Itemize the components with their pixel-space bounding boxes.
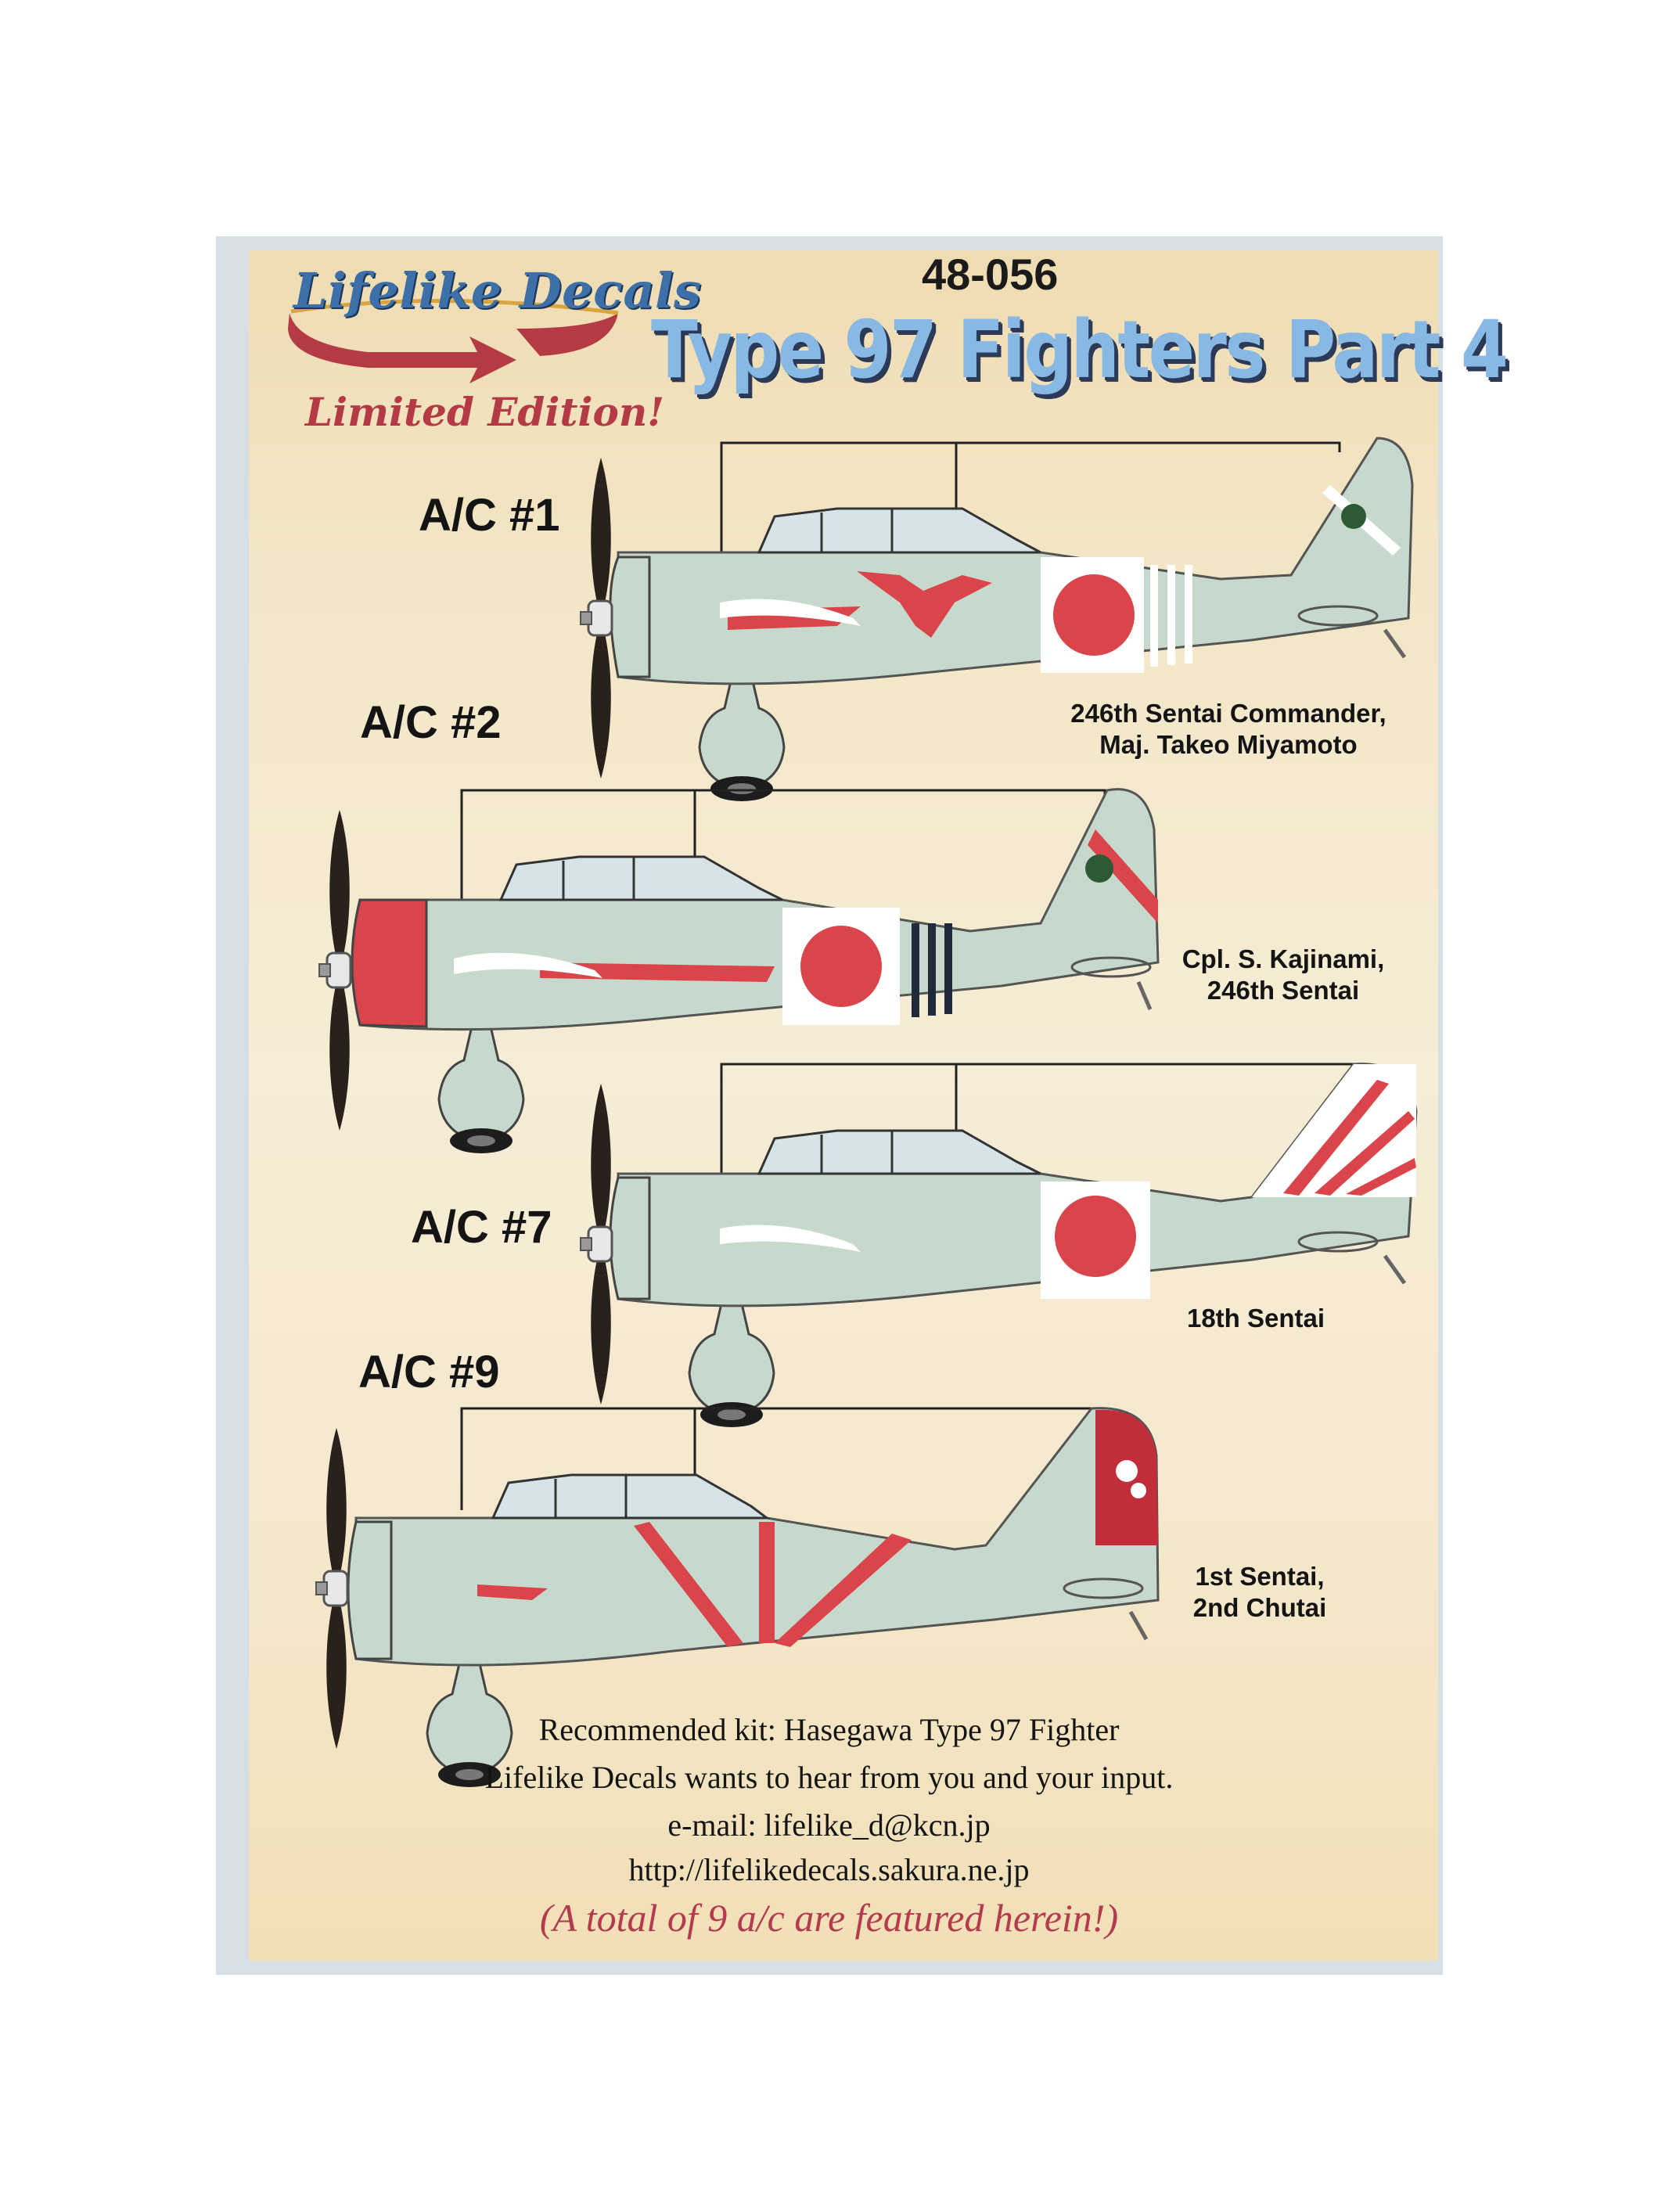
aircraft-profile-7 [579,1063,1418,1429]
caption-line: Cpl. S. Kajinami, [1181,944,1385,973]
aircraft-profile-9 [315,1407,1160,1789]
feedback-line: Lifelike Decals wants to hear from you a… [484,1760,1174,1795]
aircraft-caption-1: 246th Sentai Commander, Maj. Takeo Miyam… [1048,698,1408,761]
aircraft-label-2: A/C #2 [360,697,502,748]
tagline: (A total of 9 a/c are featured herein!) [539,1896,1119,1940]
caption-line: 246th Sentai Commander, [1070,699,1386,728]
website-line: http://lifelikedecals.sakura.ne.jp [628,1852,1030,1887]
aircraft-caption-2: Cpl. S. Kajinami, 246th Sentai [1158,944,1408,1006]
aircraft-caption-7: 18th Sentai [1158,1303,1354,1334]
catalog-number: 48-056 [922,250,1059,299]
recommended-kit-line: Recommended kit: Hasegawa Type 97 Fighte… [538,1712,1120,1747]
aircraft-profile-1 [579,437,1414,803]
caption-line: 2nd Chutai [1192,1593,1327,1622]
logo-swoosh [288,298,619,383]
aircraft-profile-2 [318,788,1160,1155]
limited-edition-label: Limited Edition! [305,389,665,435]
caption-line: Maj. Takeo Miyamoto [1099,730,1358,759]
aircraft-label-9: A/C #9 [358,1347,500,1397]
product-title: Type 97 Fighters Part 4 [651,304,1509,397]
brand-logo: Lifelike Decals [293,262,702,319]
caption-line: 18th Sentai [1186,1304,1325,1333]
caption-line: 246th Sentai [1207,976,1360,1005]
aircraft-caption-9: 1st Sentai, 2nd Chutai [1174,1561,1346,1624]
email-line: e-mail: lifelike_d@kcn.jp [667,1807,991,1843]
aircraft-label-7: A/C #7 [411,1202,552,1253]
aircraft-label-1: A/C #1 [419,490,560,541]
caption-line: 1st Sentai, [1195,1562,1325,1591]
